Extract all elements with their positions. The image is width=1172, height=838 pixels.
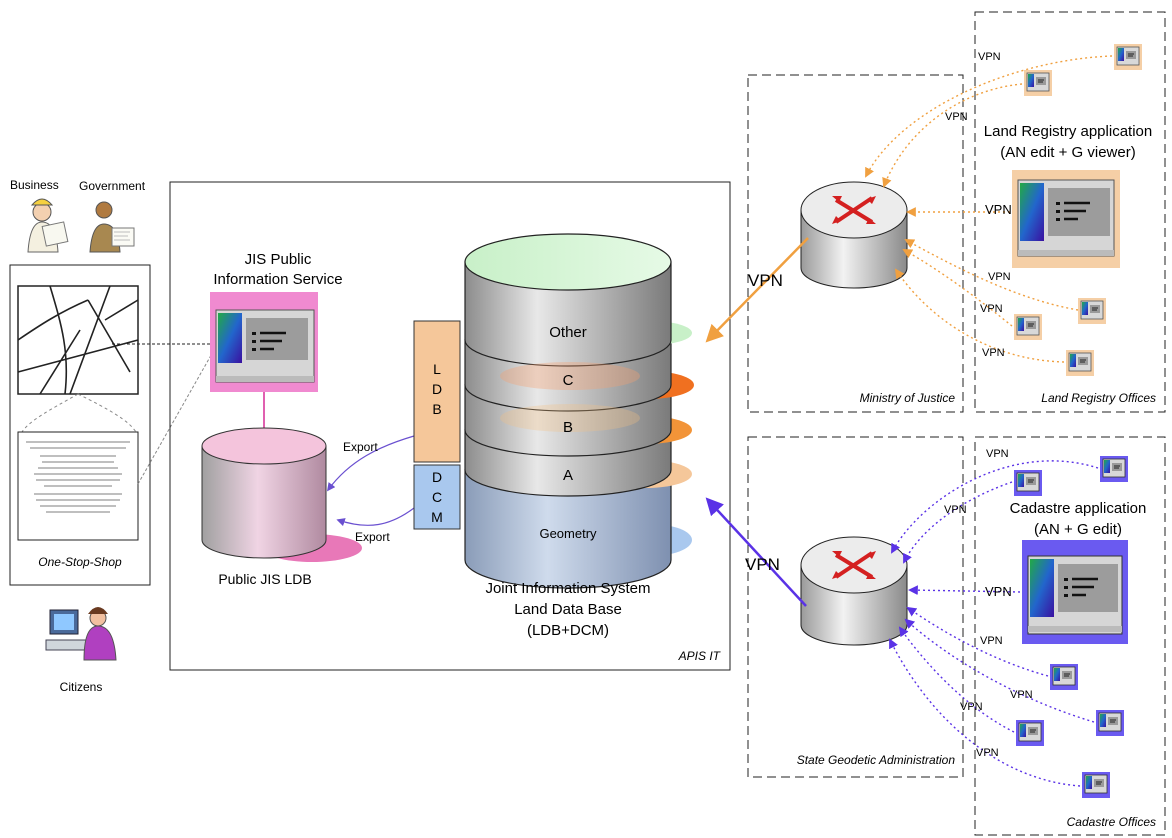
land-registry-vpn-3: VPN — [985, 202, 1012, 217]
land-registry-vpn-6: VPN — [982, 347, 1005, 359]
database-caption-1: Joint Information System — [485, 580, 650, 597]
citizens-label: Citizens — [60, 680, 103, 694]
ministry-router-icon — [800, 181, 908, 289]
layer-label-a: A — [563, 467, 573, 484]
business-person-icon — [27, 198, 69, 253]
cadastre-vpn-3: VPN — [985, 584, 1012, 599]
public-ldb-cylinder — [201, 427, 362, 562]
land-registry-app-icon-large — [1012, 170, 1120, 268]
ldb-box: L D B — [413, 320, 461, 463]
layer-label-other: Other — [549, 324, 587, 341]
export-arrow-dcm — [336, 507, 415, 527]
dcm-letter-c: C — [432, 489, 442, 505]
cadastre-vpn-1: VPN — [986, 448, 1009, 460]
land-registry-label: Land Registry Offices — [1041, 391, 1156, 405]
export-label-2: Export — [355, 530, 390, 544]
layer-label-geometry: Geometry — [539, 526, 597, 541]
ministry-vpn-link — [705, 237, 809, 343]
other-layer — [464, 261, 672, 367]
land-registry-app-icon — [1113, 43, 1143, 71]
cadastre-app-2: (AN + G edit) — [1034, 521, 1122, 538]
cadastre-app-icon — [1015, 719, 1045, 747]
cadastre-app-icon — [1049, 663, 1079, 691]
dcm-letter-m: M — [431, 509, 443, 525]
citizen-user: Citizens — [45, 607, 117, 694]
database-caption-2: Land Data Base — [514, 601, 622, 618]
cadastre-app-icon — [1013, 469, 1043, 497]
land-registry-app-2: (AN edit + G viewer) — [1000, 144, 1135, 161]
cadastre-vpn-4: VPN — [980, 635, 1003, 647]
state-geodetic-router-icon — [800, 536, 908, 646]
ministry-box — [747, 74, 964, 413]
land-registry-vpn-5: VPN — [980, 303, 1003, 315]
citizen-computer-icon — [45, 609, 87, 651]
apis-it-label: APIS IT — [678, 649, 722, 663]
government-person-icon — [89, 201, 135, 253]
geometry-layer — [464, 469, 672, 589]
zoom-lines — [21, 393, 137, 433]
document-to-service-link — [137, 349, 215, 485]
database-caption-3: (LDB+DCM) — [527, 622, 609, 639]
apis-it-box — [169, 181, 731, 671]
ministry-label: Ministry of Justice — [860, 391, 956, 405]
land-registry-vpn-1: VPN — [978, 51, 1001, 63]
ldb-letter-d: D — [432, 381, 442, 397]
cadastre-vpn-6: VPN — [960, 701, 983, 713]
land-registry-vpn-links — [865, 55, 1113, 363]
state-geodetic-label: State Geodetic Administration — [797, 753, 956, 767]
cadastre-app-icon — [1081, 771, 1111, 799]
state-geodetic-box — [747, 436, 964, 778]
cadastre-app-icon-large — [1022, 540, 1128, 644]
cadastre-label: Cadastre Offices — [1067, 815, 1156, 829]
land-registry-app-icon — [1065, 349, 1095, 377]
state-geodetic-vpn-label: VPN — [745, 555, 780, 574]
public-service-title-2: Information Service — [213, 271, 342, 288]
public-service-app-icon — [210, 292, 318, 392]
cadastre-app-icon — [1099, 455, 1129, 483]
document-sketch — [17, 431, 139, 541]
ldb-letter-b: B — [432, 401, 441, 417]
government-label: Government — [79, 179, 146, 193]
land-registry-vpn-2: VPN — [945, 111, 968, 123]
ministry-vpn-label: VPN — [748, 271, 783, 290]
land-registry-vpn-4: VPN — [988, 271, 1011, 283]
cadastre-vpn-7: VPN — [976, 747, 999, 759]
ldb-letter-l: L — [433, 361, 441, 377]
business-user: Business — [10, 178, 69, 253]
land-registry-app-icon — [1023, 69, 1053, 97]
dcm-letter-d: D — [432, 469, 442, 485]
cadastre-vpn-2: VPN — [944, 504, 967, 516]
state-geodetic-vpn-link — [705, 497, 807, 607]
export-arrow-ldb — [327, 435, 415, 492]
cadastre-app-icon — [1095, 709, 1125, 737]
one-stop-shop-label: One-Stop-Shop — [38, 555, 122, 569]
public-ldb-label: Public JIS LDB — [218, 571, 311, 587]
citizen-person-icon — [83, 607, 117, 661]
layer-label-b: B — [563, 419, 573, 436]
export-label-1: Export — [343, 440, 378, 454]
layered-database: Other C B A Geometry — [464, 233, 694, 589]
land-registry-app-1: Land Registry application — [984, 123, 1152, 140]
dcm-box: D C M — [413, 464, 461, 530]
business-label: Business — [10, 178, 59, 192]
cadastre-app-1: Cadastre application — [1010, 500, 1147, 517]
cadastre-vpn-5: VPN — [1010, 689, 1033, 701]
government-user: Government — [79, 179, 146, 253]
cadastre-vpn-links — [889, 460, 1099, 787]
land-registry-app-icon — [1013, 313, 1043, 341]
database-top — [464, 233, 672, 291]
public-service-title-1: JIS Public — [245, 251, 312, 268]
land-registry-app-icon — [1077, 297, 1107, 325]
layer-label-c: C — [563, 372, 574, 389]
map-sketch — [17, 285, 139, 395]
